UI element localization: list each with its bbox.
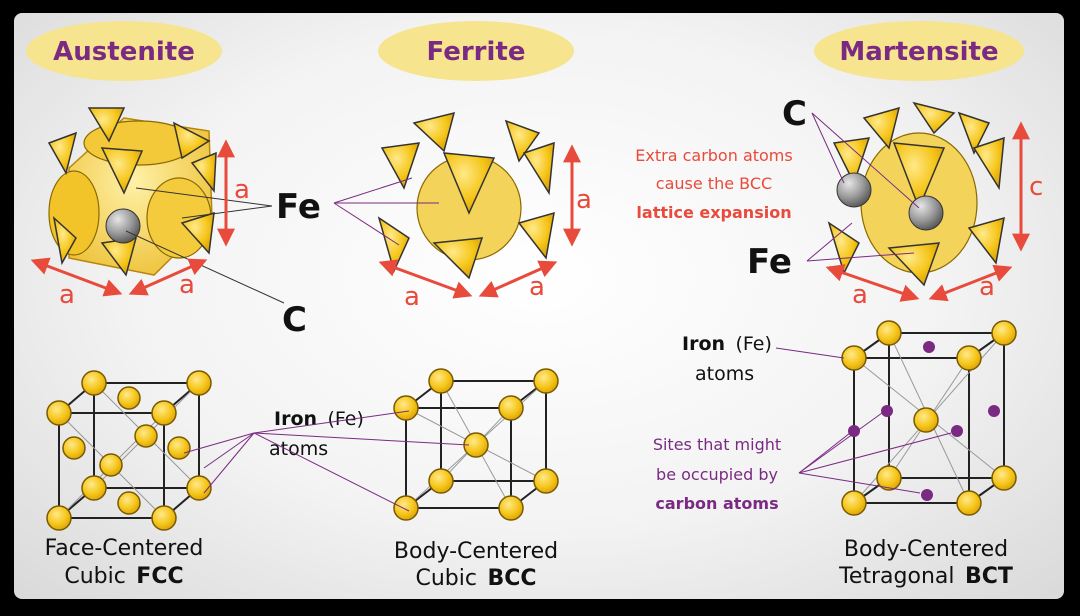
martensite-note-line3: lattice expansion [636,203,791,222]
crystal-structure-diagram: Austenite Ferrite Martensite a [26,21,1043,591]
ferrite-unit-cell [333,111,581,299]
fe-label-center: Fe [276,187,321,227]
bct-carbon-sites [848,341,1000,501]
austenite-dim-a-left: a [59,280,75,310]
martensite-dim-c-vertical: c [1029,172,1043,202]
martensite-note-line1: Extra carbon atoms [635,146,792,165]
bcc-caption-line1: Body-Centered [394,539,558,564]
bcc-caption-line2: Cubic BCC [416,566,537,591]
martensite-dim-a-left: a [852,280,868,310]
c-label-martensite: C [782,94,807,134]
austenite-title: Austenite [26,21,222,81]
svg-text:Ferrite: Ferrite [427,37,526,67]
atoms-label-right: atoms [695,363,754,385]
fcc-caption-line1: Face-Centered [45,536,204,561]
fcc-caption-line2: Cubic FCC [64,564,183,589]
carbon-sites-line2: be occupied by [656,465,778,484]
martensite-title: Martensite [814,21,1024,81]
austenite-dim-a-right: a [179,270,195,300]
bct-iron-atoms [841,320,1017,516]
bct-caption-line2: Tetragonal BCT [838,564,1013,589]
c-label-austenite: C [282,300,307,340]
bct-caption-line1: Body-Centered [844,537,1008,562]
ferrite-dim-a-right: a [529,272,545,302]
martensite-dim-a-right: a [979,272,995,302]
fe-label-martensite: Fe [747,242,792,282]
carbon-sites-line3: carbon atoms [655,494,778,513]
martensite-unit-cell [806,101,1030,302]
austenite-unit-cell [30,107,285,304]
ferrite-dim-a-left: a [404,282,420,312]
atoms-label-left: atoms [269,438,328,460]
svg-text:Austenite: Austenite [53,37,195,67]
svg-text:Martensite: Martensite [839,37,998,67]
ferrite-title: Ferrite [378,21,574,81]
ferrite-dim-a-vertical: a [576,185,592,215]
diagram-panel: Austenite Ferrite Martensite a [14,13,1064,599]
iron-atoms-label-right: Iron (Fe) [682,333,772,355]
fcc-atoms [46,370,212,531]
carbon-sites-line1: Sites that might [653,435,781,454]
austenite-dim-a-vertical: a [234,175,250,205]
iron-atoms-label-left: Iron (Fe) [274,408,364,430]
martensite-note-line2: cause the BCC [656,174,772,193]
